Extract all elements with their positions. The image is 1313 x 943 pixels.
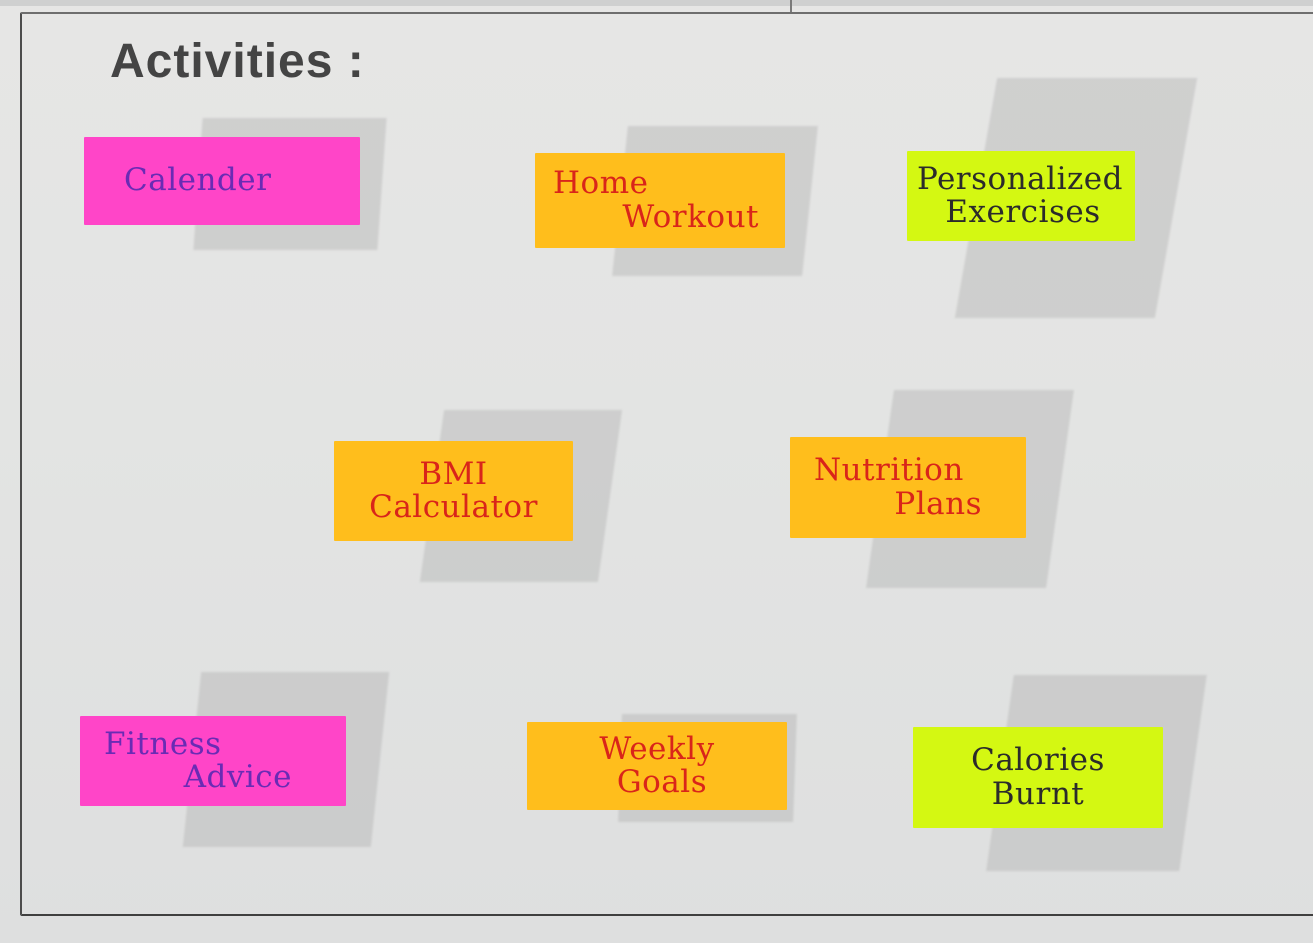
note-line: Goals — [616, 764, 708, 800]
note-line: Calories — [971, 742, 1105, 779]
sticky-note-home-workout[interactable]: Home Workout — [535, 153, 785, 248]
top-edge — [0, 0, 1313, 6]
note-line: Nutrition — [814, 452, 964, 489]
note-line: Weekly — [599, 730, 715, 767]
note-line: Calculator — [369, 489, 538, 525]
sticky-note-calender[interactable]: Calender — [84, 137, 360, 225]
note-line: Advice — [183, 759, 292, 795]
sticky-note-bmi-calculator[interactable]: BMI Calculator — [334, 441, 573, 541]
sticky-note-personalized-exercises[interactable]: Personalized Exercises — [907, 151, 1135, 241]
note-line: Calender — [124, 162, 272, 199]
note-line: Plans — [894, 485, 982, 522]
note-line: Fitness — [104, 725, 222, 762]
note-line: Workout — [622, 198, 759, 235]
note-line: Home — [553, 165, 649, 202]
top-edge-mark — [790, 0, 792, 12]
page-title: Activities : — [110, 35, 365, 88]
note-line: BMI — [419, 455, 488, 492]
note-line: Personalized — [917, 160, 1124, 197]
sticky-note-calories-burnt[interactable]: Calories Burnt — [913, 727, 1163, 828]
sticky-note-nutrition-plans[interactable]: Nutrition Plans — [790, 437, 1026, 538]
sticky-note-fitness-advice[interactable]: Fitness Advice — [80, 716, 346, 806]
note-line: Exercises — [945, 194, 1101, 230]
sticky-note-weekly-goals[interactable]: Weekly Goals — [527, 722, 787, 810]
note-line: Burnt — [991, 775, 1085, 812]
activity-frame — [20, 12, 1313, 916]
